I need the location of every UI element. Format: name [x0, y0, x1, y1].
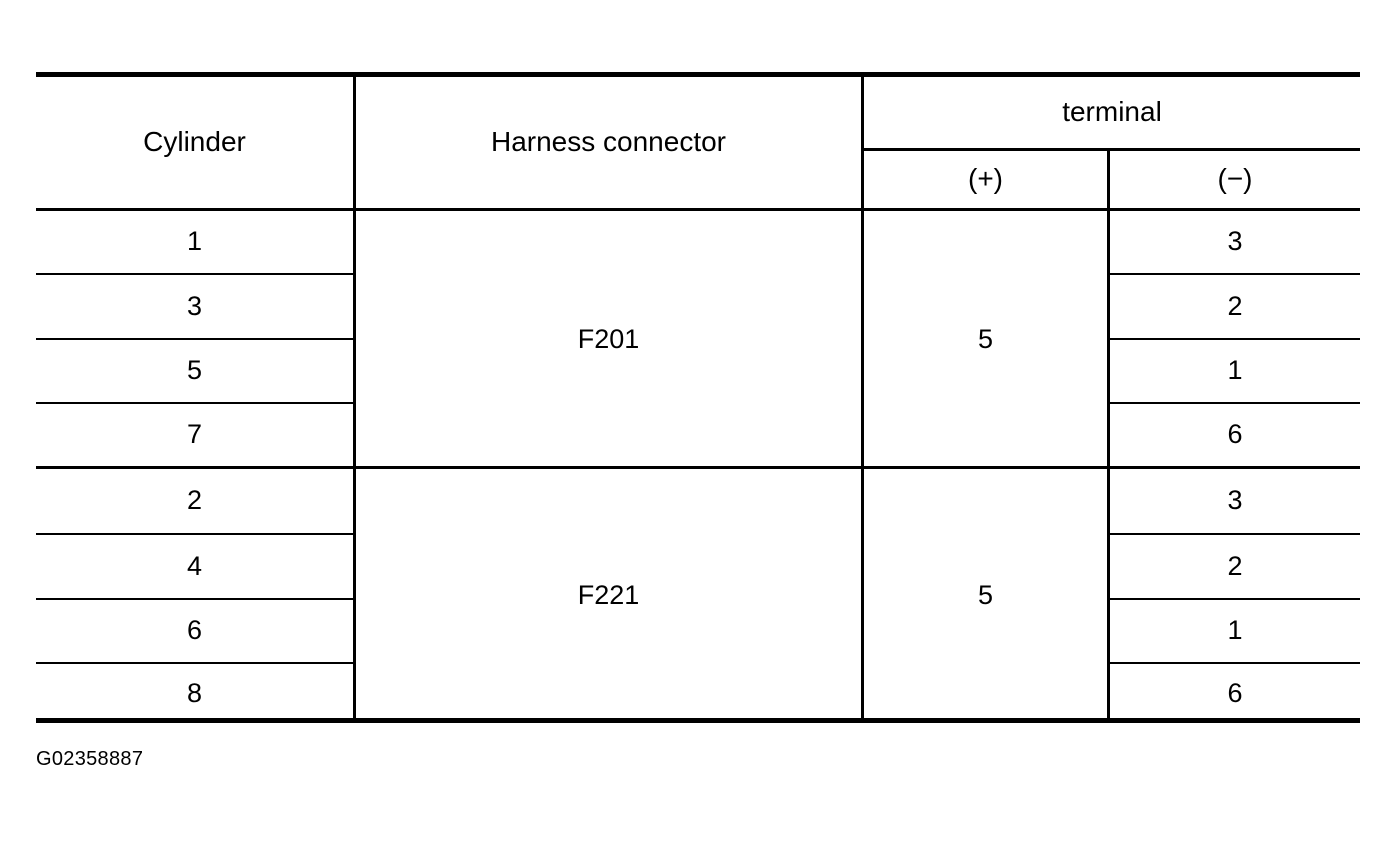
header-terminal-positive: (+)	[968, 163, 1003, 195]
column-divider-cylinder-harness	[353, 77, 356, 723]
row-divider-terminal-negative	[1107, 273, 1360, 275]
table-inner: Cylinder Harness connector terminal (+) …	[36, 77, 1360, 723]
group-divider	[36, 466, 1360, 469]
cell-terminal-negative: 3	[1227, 226, 1243, 257]
cylinder-terminal-table: Cylinder Harness connector terminal (+) …	[36, 72, 1360, 723]
header-body-rule	[36, 208, 1360, 211]
cell-cylinder: 3	[186, 290, 203, 321]
cell-terminal-negative: 2	[1227, 550, 1243, 581]
cell-terminal-negative: 1	[1227, 615, 1243, 646]
cell-cylinder: 7	[186, 419, 203, 450]
row-divider-terminal-negative	[1107, 662, 1360, 664]
header-terminal-negative: (−)	[1217, 163, 1253, 195]
figure-caption: G02358887	[36, 748, 144, 770]
row-divider-cylinder	[36, 402, 356, 404]
row-divider-cylinder	[36, 273, 356, 275]
row-divider-terminal-negative	[1107, 402, 1360, 404]
cell-harness-connector: F201	[577, 323, 640, 354]
cell-harness-connector: F221	[577, 580, 640, 611]
cell-terminal-negative: 2	[1227, 290, 1243, 321]
cell-terminal-negative: 6	[1227, 677, 1243, 708]
cell-terminal-negative: 1	[1227, 355, 1243, 386]
header-harness-connector: Harness connector	[490, 126, 726, 158]
cell-cylinder: 4	[186, 550, 203, 581]
header-cylinder: Cylinder	[143, 126, 246, 158]
cell-cylinder: 2	[186, 485, 203, 516]
cell-cylinder: 6	[186, 615, 203, 646]
header-terminal: terminal	[1062, 96, 1162, 128]
row-divider-terminal-negative	[1107, 533, 1360, 535]
row-divider-terminal-negative	[1107, 598, 1360, 600]
cell-cylinder: 5	[186, 355, 203, 386]
cell-terminal-positive: 5	[977, 580, 994, 611]
column-divider-positive-negative	[1107, 151, 1110, 723]
row-divider-cylinder	[36, 662, 356, 664]
terminal-subheader-rule	[861, 148, 1360, 151]
column-divider-harness-terminal	[861, 77, 864, 723]
cell-cylinder: 8	[186, 677, 203, 708]
row-divider-terminal-negative	[1107, 338, 1360, 340]
row-divider-cylinder	[36, 598, 356, 600]
cell-terminal-negative: 6	[1227, 419, 1243, 450]
row-divider-cylinder	[36, 533, 356, 535]
cell-terminal-negative: 3	[1227, 485, 1243, 516]
cell-terminal-positive: 5	[977, 323, 994, 354]
row-divider-cylinder	[36, 338, 356, 340]
cell-cylinder: 1	[186, 226, 203, 257]
